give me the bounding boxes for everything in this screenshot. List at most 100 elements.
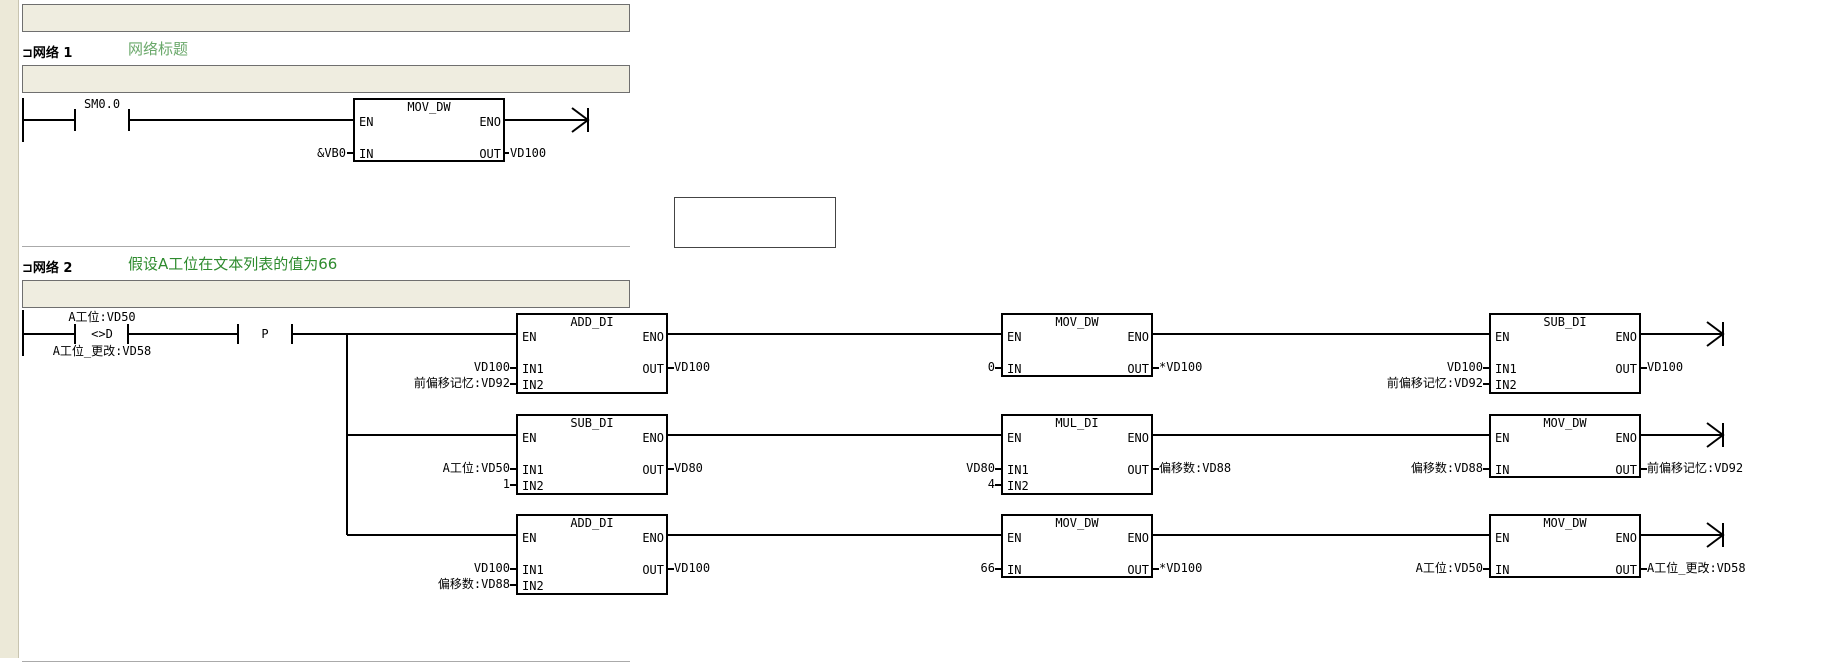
pin-en: EN: [1007, 531, 1022, 545]
pin-in1: IN1: [522, 563, 544, 577]
operand-out[interactable]: VD100: [1647, 360, 1684, 374]
pin-stub: [510, 584, 516, 586]
collapse-icon[interactable]: ⊐: [22, 46, 33, 61]
network-1-comment-box[interactable]: [22, 65, 630, 93]
pin-en: EN: [1007, 431, 1022, 445]
operand-out[interactable]: VD80: [674, 461, 703, 475]
operand-in[interactable]: 0: [987, 360, 995, 374]
operand-out[interactable]: VD100: [674, 360, 711, 374]
operand-in2[interactable]: 偏移数:VD88: [437, 577, 510, 591]
pin-out: OUT: [1127, 563, 1149, 577]
operand-out[interactable]: VD100: [674, 561, 711, 575]
pin-stub: [510, 568, 516, 570]
pin-in2: IN2: [522, 378, 544, 392]
pin-stub: [1483, 568, 1489, 570]
compare-top-operand[interactable]: A工位:VD50: [68, 310, 136, 324]
network-1-comment[interactable]: 网络标题: [128, 40, 189, 58]
operand-out[interactable]: 偏移数:VD88: [1159, 461, 1232, 475]
block-mov-dw[interactable]: MOV_DW EN ENO IN OUT: [353, 98, 505, 162]
network-2-comment-box[interactable]: [22, 280, 630, 308]
network-2-comment[interactable]: 假设A工位在文本列表的值为66: [128, 255, 338, 273]
pin-stub: [668, 468, 674, 470]
network-1-title[interactable]: ⊐网络 1: [22, 42, 72, 61]
operand-in2[interactable]: 前偏移记忆:VD92: [413, 376, 510, 390]
operand-in2[interactable]: 1: [502, 477, 510, 491]
pin-stub: [510, 468, 516, 470]
pin-in2: IN2: [522, 579, 544, 593]
pin-eno: ENO: [642, 330, 664, 344]
pin-stub: [1153, 468, 1159, 470]
operand-in1[interactable]: VD100: [1446, 360, 1483, 374]
pin-eno: ENO: [1615, 330, 1637, 344]
pin-stub: [668, 367, 674, 369]
contact-sm0-label[interactable]: SM0.0: [83, 97, 121, 111]
network-2-title-text: 网络 2: [32, 261, 73, 276]
operand-in2[interactable]: 4: [987, 477, 995, 491]
pin-stub: [510, 367, 516, 369]
block-name: SUB_DI: [1543, 315, 1587, 329]
operand-out[interactable]: 前偏移记忆:VD92: [1647, 461, 1744, 475]
pin-eno: ENO: [1127, 431, 1149, 445]
empty-popup-frame: [674, 197, 836, 248]
operand-in[interactable]: 偏移数:VD88: [1410, 461, 1483, 475]
pin-in2: IN2: [1495, 378, 1517, 392]
pin-out: OUT: [1615, 563, 1637, 577]
pin-stub: [1641, 468, 1647, 470]
pin-en: EN: [1495, 431, 1510, 445]
pin-eno: ENO: [1615, 431, 1637, 445]
operand-in[interactable]: A工位:VD50: [1415, 561, 1483, 575]
pin-in: IN: [1495, 463, 1510, 477]
block-name: MOV_DW: [1055, 315, 1099, 329]
operand-in1[interactable]: A工位:VD50: [442, 461, 510, 475]
operand-in1[interactable]: VD80: [966, 461, 995, 475]
pin-en: EN: [522, 330, 537, 344]
pin-en: EN: [1495, 330, 1510, 344]
pin-out: OUT: [642, 463, 664, 477]
pin-stub: [668, 568, 674, 570]
operand-out[interactable]: *VD100: [1159, 561, 1203, 575]
block-name: ADD_DI: [570, 315, 614, 329]
pin-out: OUT: [1615, 463, 1637, 477]
pin-eno: ENO: [479, 115, 501, 129]
operand-in2[interactable]: 前偏移记忆:VD92: [1386, 376, 1483, 390]
pin-in1: IN1: [1007, 463, 1029, 477]
pin-in: IN: [1007, 362, 1022, 376]
operand-in[interactable]: 66: [980, 561, 995, 575]
block-name: MOV_DW: [407, 100, 451, 114]
block-name: MUL_DI: [1055, 416, 1099, 430]
pin-in2: IN2: [1007, 479, 1029, 493]
operand-in1[interactable]: VD100: [473, 561, 510, 575]
edge-detect-label[interactable]: P: [261, 327, 269, 341]
compare-operator[interactable]: <>D: [91, 327, 113, 341]
pin-stub: [510, 484, 516, 486]
operand-in[interactable]: &VB0: [317, 146, 346, 160]
pin-stub: [1483, 468, 1489, 470]
collapse-icon[interactable]: ⊐: [22, 261, 33, 276]
pin-stub: [995, 568, 1001, 570]
operand-out[interactable]: A工位_更改:VD58: [1647, 561, 1746, 575]
pin-en: EN: [359, 115, 374, 129]
operand-out[interactable]: VD100: [510, 146, 547, 160]
pin-stub: [1483, 367, 1489, 369]
block-name: ADD_DI: [570, 516, 614, 530]
operand-out[interactable]: *VD100: [1159, 360, 1203, 374]
pin-in2: IN2: [522, 479, 544, 493]
compare-bottom-operand[interactable]: A工位_更改:VD58: [52, 344, 152, 358]
pin-in1: IN1: [522, 362, 544, 376]
network-2-title[interactable]: ⊐网络 2: [22, 257, 72, 276]
operand-in1[interactable]: VD100: [473, 360, 510, 374]
pin-stub: [1153, 367, 1159, 369]
program-comment-box[interactable]: [22, 4, 630, 32]
pin-out: OUT: [642, 563, 664, 577]
pin-en: EN: [1495, 531, 1510, 545]
pin-stub: [995, 468, 1001, 470]
